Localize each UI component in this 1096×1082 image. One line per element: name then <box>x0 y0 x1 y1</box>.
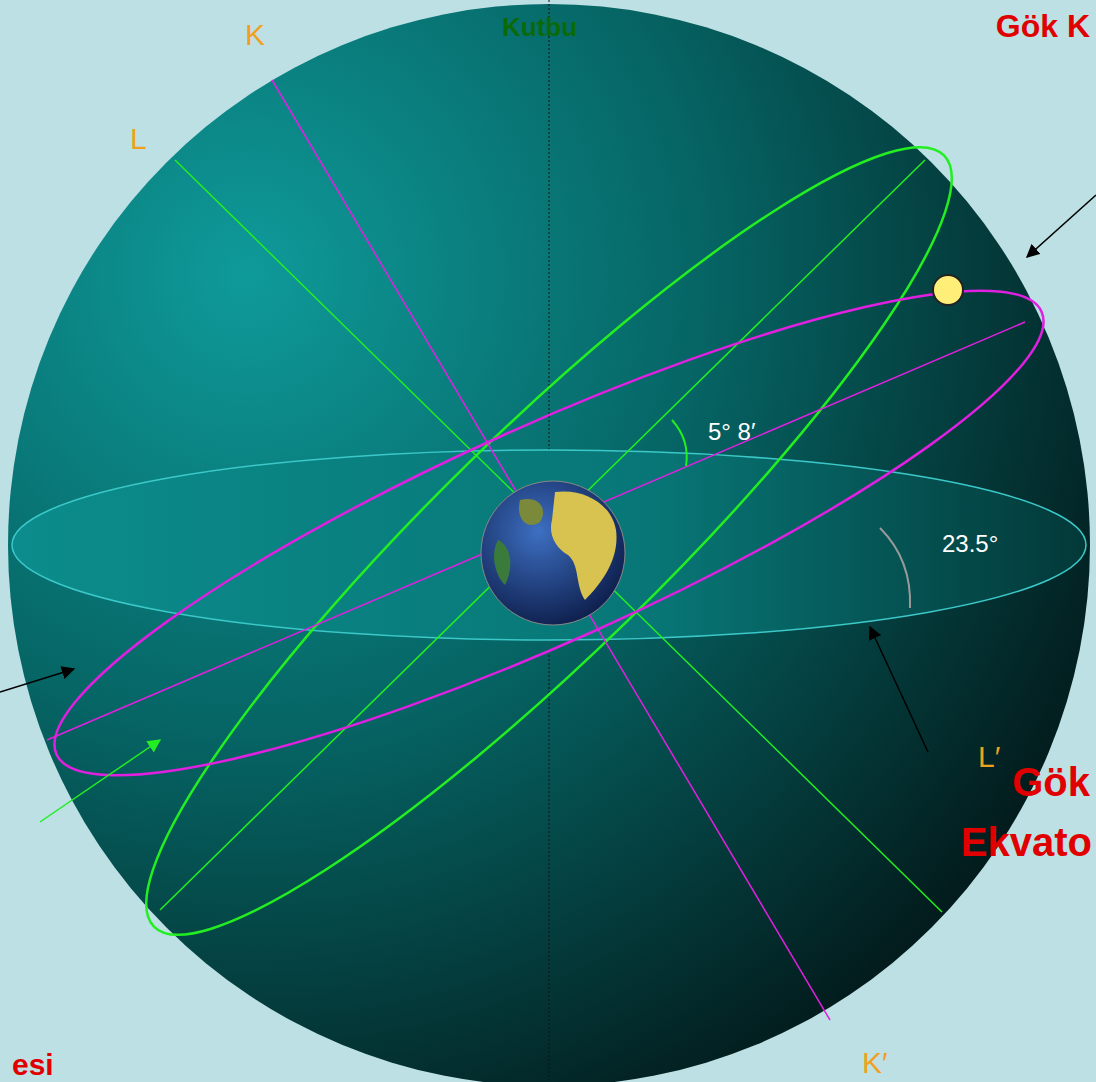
earth <box>481 481 625 625</box>
k-axis <box>272 80 830 1020</box>
orbit-title: esi <box>12 1050 54 1080</box>
leader-arrow <box>870 627 928 752</box>
angle-arc <box>672 420 687 466</box>
leader-arrow <box>40 740 160 822</box>
green-orbit <box>76 75 1023 1006</box>
axis-letter: K′ <box>862 1048 888 1078</box>
angle-arc <box>880 528 910 608</box>
equator-title: Gök <box>1012 762 1090 802</box>
ecliptic-diameter <box>47 322 1025 740</box>
leader-arrow <box>0 669 74 692</box>
equator-title: Ekvato <box>961 822 1092 862</box>
pole-axis <box>549 655 550 1082</box>
moon <box>933 275 963 305</box>
angle-value: 5° 8′ <box>708 420 755 444</box>
pole-label: Kutbu <box>502 14 577 40</box>
equator-plane <box>12 450 1086 640</box>
axis-letter: L <box>130 124 147 154</box>
pole-title: Gök K <box>996 10 1090 42</box>
angle-value: 23.5° <box>942 532 998 556</box>
axis-letter: K <box>245 20 265 50</box>
axis-letter: L′ <box>978 742 1000 772</box>
l-axis <box>175 160 942 912</box>
leader-arrow <box>1027 195 1096 257</box>
ecliptic <box>12 213 1086 853</box>
green-orbit-diameter <box>160 160 925 910</box>
